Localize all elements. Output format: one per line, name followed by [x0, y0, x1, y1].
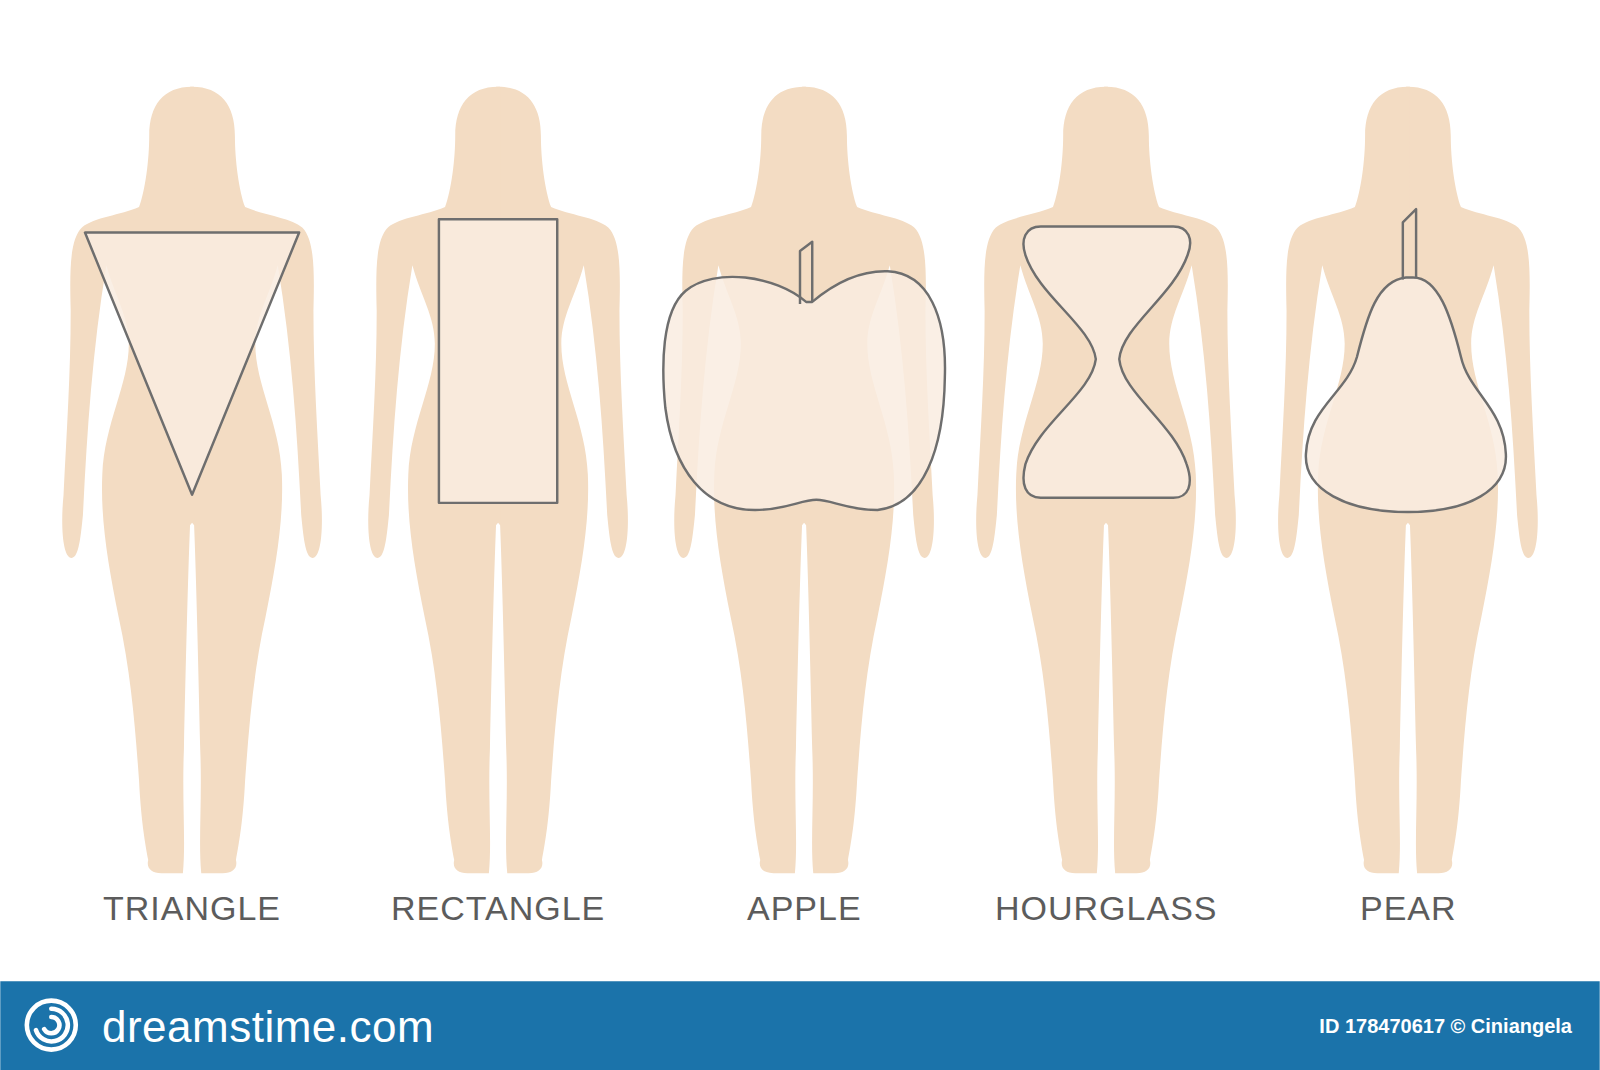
- pear-stem: [1403, 209, 1416, 279]
- shape-label: APPLE: [747, 891, 862, 925]
- apple-stem: [800, 242, 812, 304]
- silhouette: [976, 87, 1236, 873]
- image-id: ID 178470617 © Ciniangela: [1319, 1016, 1572, 1036]
- apple-shape: [663, 271, 945, 510]
- shape-label: TRIANGLE: [103, 891, 281, 925]
- silhouette: [62, 87, 322, 873]
- pear-shape: [1306, 277, 1506, 512]
- logo-icon: [27, 1001, 76, 1050]
- shape-label: RECTANGLE: [391, 891, 605, 925]
- silhouette: [368, 87, 628, 873]
- triangle-shape: [85, 233, 299, 495]
- hourglass-shape: [1024, 226, 1191, 497]
- brand-logo-text: dreamstime.com: [102, 1005, 434, 1049]
- shape-label: PEAR: [1360, 891, 1457, 925]
- shape-label: HOURGLASS: [995, 891, 1218, 925]
- rectangle-shape: [439, 219, 557, 503]
- footer-band: [0, 981, 1599, 1070]
- silhouette: [1278, 87, 1538, 873]
